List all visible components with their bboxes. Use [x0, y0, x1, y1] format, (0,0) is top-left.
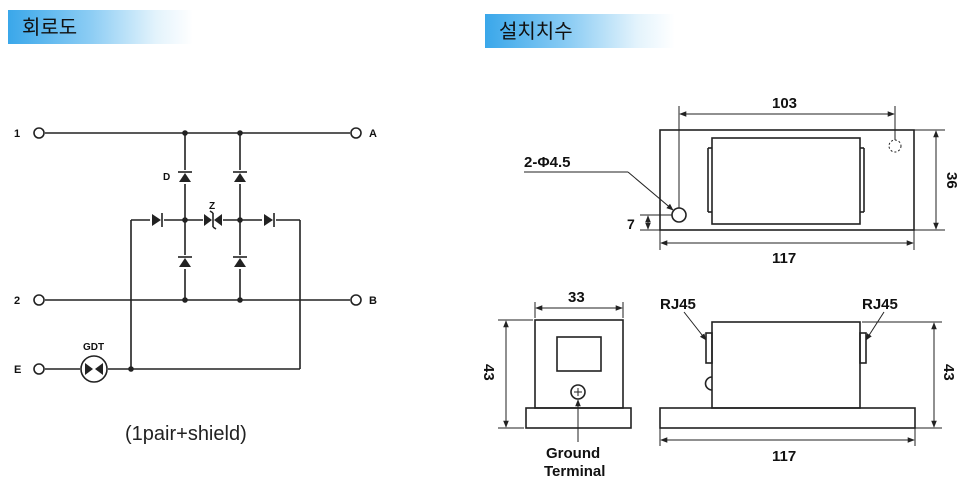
dim-7: 7	[627, 216, 635, 232]
top-view-body	[659, 129, 915, 231]
diode-icon	[232, 255, 248, 269]
diode-icon	[177, 255, 193, 269]
ground-screw-side-icon	[704, 376, 713, 391]
top-view: 103 36 117 7 2-Φ4.5	[524, 95, 960, 267]
top-view-module	[711, 137, 861, 225]
gdt-label: GDT	[83, 342, 104, 353]
front-view-body	[711, 321, 861, 409]
dim-hole: 2-Φ4.5	[524, 154, 571, 171]
diode-icon	[262, 212, 276, 228]
junction-dot	[182, 297, 188, 303]
ground-screw-icon	[570, 384, 586, 400]
tab-install-dimensions: 설치치수	[485, 14, 675, 48]
zener-diode-icon	[203, 210, 223, 230]
front-view: RJ45 RJ45 43 117	[659, 296, 957, 465]
diode-icon	[150, 212, 164, 228]
terminal-e	[33, 363, 45, 375]
gdt-icon	[80, 355, 108, 383]
junction-dot	[237, 130, 243, 136]
terminal-2-label: 2	[14, 295, 20, 307]
terminal-1-label: 1	[14, 128, 20, 140]
circuit-caption: (1pair+shield)	[125, 423, 247, 445]
terminal-a	[350, 127, 362, 139]
dim-33: 33	[568, 289, 585, 306]
circuit-diagram: 1 2 E A B	[14, 127, 377, 445]
junction-dot	[182, 130, 188, 136]
terminal-b-label: B	[369, 295, 377, 307]
dim-103: 103	[772, 95, 797, 112]
front-view-base	[659, 407, 916, 429]
terminal-b	[350, 294, 362, 306]
mount-hole-icon	[671, 207, 687, 223]
rj45-port-left	[705, 332, 713, 364]
dim-43-side: 43	[480, 364, 497, 381]
junction-dot	[237, 297, 243, 303]
terminal-e-label: E	[14, 364, 21, 376]
side-view-window	[556, 336, 602, 372]
mount-hole-icon	[888, 139, 902, 153]
diode-label-d: D	[163, 172, 170, 183]
dim-117-front: 117	[772, 448, 796, 465]
zener-label-z: Z	[209, 201, 215, 212]
dim-43-front: 43	[940, 364, 957, 381]
ground-label-1: Ground	[546, 445, 600, 462]
terminal-a-label: A	[369, 128, 377, 140]
terminal-2	[33, 294, 45, 306]
tab-circuit-diagram: 회로도	[8, 10, 193, 44]
rj45-port-right	[859, 332, 867, 364]
diode-icon	[232, 170, 248, 184]
rj45-label-right: RJ45	[862, 296, 898, 313]
side-view: Ground Terminal 33 43	[480, 289, 632, 480]
dim-36: 36	[943, 172, 960, 189]
side-view-body	[534, 319, 624, 409]
diode-icon	[177, 170, 193, 184]
ground-label-2: Terminal	[544, 463, 605, 480]
terminal-1	[33, 127, 45, 139]
dim-117-top: 117	[772, 250, 796, 267]
rj45-label-left: RJ45	[660, 296, 696, 313]
